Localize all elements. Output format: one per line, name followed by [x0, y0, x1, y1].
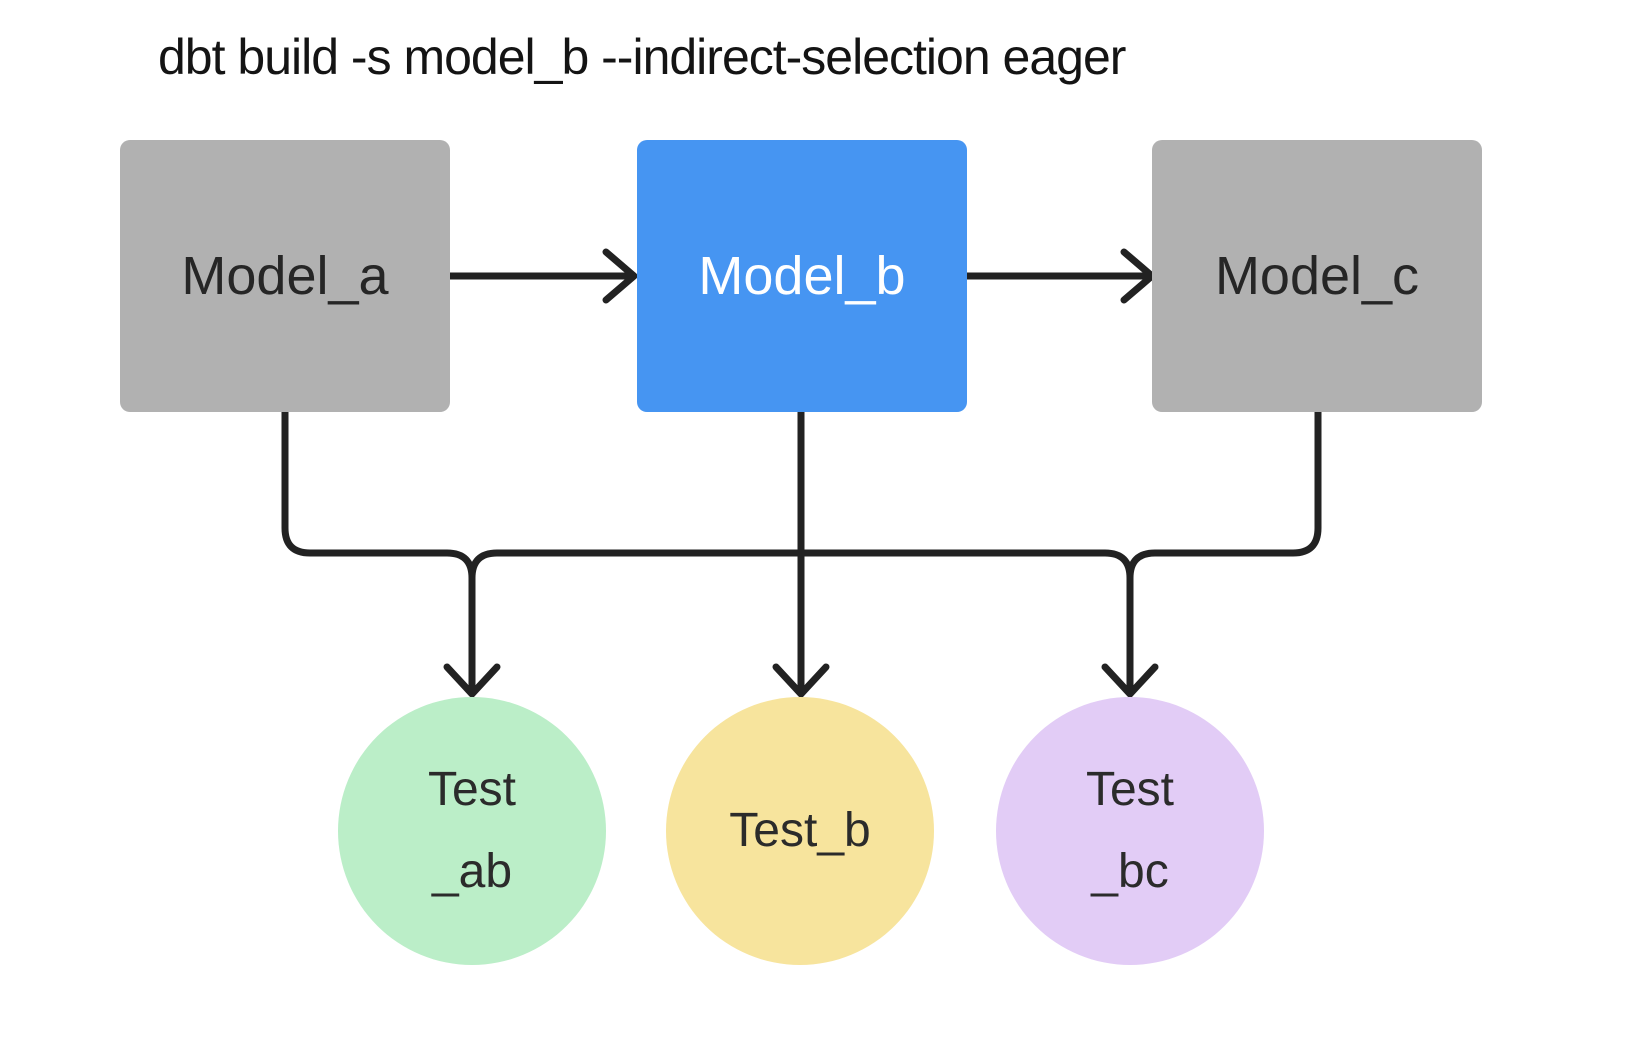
edge-model-c-to-bus: [1126, 406, 1322, 694]
node-model-b: Model_b: [637, 140, 967, 412]
node-test-bc: Test _bc: [996, 697, 1264, 965]
node-test-bc-label: Test _bc: [1085, 763, 1175, 898]
node-model-b-label: Model_b: [698, 246, 906, 306]
edge-model-b-to-model-c: [962, 248, 1156, 304]
node-model-c: Model_c: [1152, 140, 1482, 412]
edge-model-a-to-bus: [281, 406, 476, 694]
diagram-title: dbt build -s model_b --indirect-selectio…: [158, 29, 1126, 85]
arrowhead-test-ab-icon: [443, 663, 501, 698]
node-test-b: Test_b: [666, 697, 934, 965]
bus-line: [468, 549, 1134, 582]
node-model-c-label: Model_c: [1214, 246, 1420, 306]
node-test-ab-label: Test _ab: [427, 763, 517, 898]
arrowhead-test-b-icon: [772, 663, 830, 698]
node-model-a-label: Model_a: [181, 246, 389, 306]
edge-model-a-to-model-b: [446, 248, 638, 304]
node-model-a: Model_a: [120, 140, 450, 412]
node-test-ab: Test _ab: [338, 697, 606, 965]
arrowhead-test-bc-icon: [1101, 663, 1159, 698]
node-test-b-label: Test_b: [729, 804, 871, 858]
